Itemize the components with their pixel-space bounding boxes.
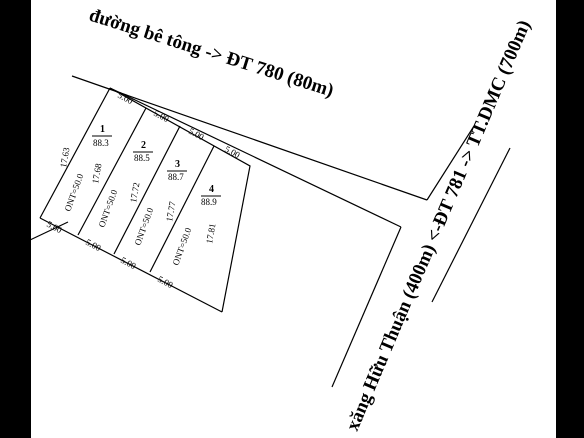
road-edge-right-upper — [426, 125, 475, 201]
lot4-number: 4 — [209, 184, 214, 195]
parcel-left-edge — [39, 87, 111, 219]
lot-divider-2-3 — [113, 125, 181, 255]
road-edge-top-lower — [109, 87, 402, 228]
parcel-outline — [109, 87, 251, 313]
map-sheet — [31, 0, 556, 438]
lot1-side-length: 17.63 — [58, 146, 71, 168]
lot4-top-dim: 5.00 — [223, 144, 242, 160]
parcel-bottom-edge — [39, 217, 223, 313]
lot1-area: 88.3 — [93, 138, 109, 148]
lot-divider-1-2 — [77, 107, 147, 236]
lot2-label: 2 88.5 — [133, 140, 153, 163]
lot4-label: 4 88.9 — [201, 184, 221, 207]
lot4-zoning: ONT=50.0 — [170, 226, 193, 267]
lot4-bottom-dim: 5.00 — [156, 274, 175, 290]
road-label-right: xăng Hữu Thuận (400m) <-ĐT 781 -> TT.DMC… — [342, 17, 535, 434]
lot4-right-side-length: 17.81 — [204, 223, 217, 245]
lot1-top-dim: 5.00 — [116, 90, 135, 106]
lot2-top-dim: 5.00 — [152, 108, 171, 124]
road-edge-top-upper — [71, 75, 428, 201]
lot1-zoning: ONT=50.0 — [62, 172, 85, 213]
road-edge-right-lower — [331, 226, 402, 388]
lot4-side-length: 17.77 — [164, 200, 177, 222]
lot3-bottom-dim: 5.00 — [119, 255, 138, 271]
lot-back-line — [29, 221, 69, 241]
lot2-area: 88.5 — [134, 153, 150, 163]
lot-divider-3-4 — [149, 145, 215, 273]
lot3-side-length: 17.72 — [128, 182, 141, 204]
lot1-label: 1 88.3 — [92, 124, 112, 148]
road-edge-right-outer — [431, 147, 511, 303]
lot3-number: 3 — [175, 159, 180, 170]
lot4-area: 88.9 — [201, 197, 217, 207]
lot2-side-length: 17.68 — [90, 162, 103, 184]
lot1-bottom-dim: 5.00 — [45, 219, 64, 235]
lot3-label: 3 88.7 — [167, 159, 187, 182]
lot2-bottom-dim: 5.00 — [84, 237, 103, 253]
road-label-top: đường bê tông -> ĐT 780 (80m) — [86, 5, 336, 102]
lot3-area: 88.7 — [168, 172, 184, 182]
lot2-number: 2 — [141, 140, 146, 151]
lot1-number: 1 — [100, 124, 105, 135]
